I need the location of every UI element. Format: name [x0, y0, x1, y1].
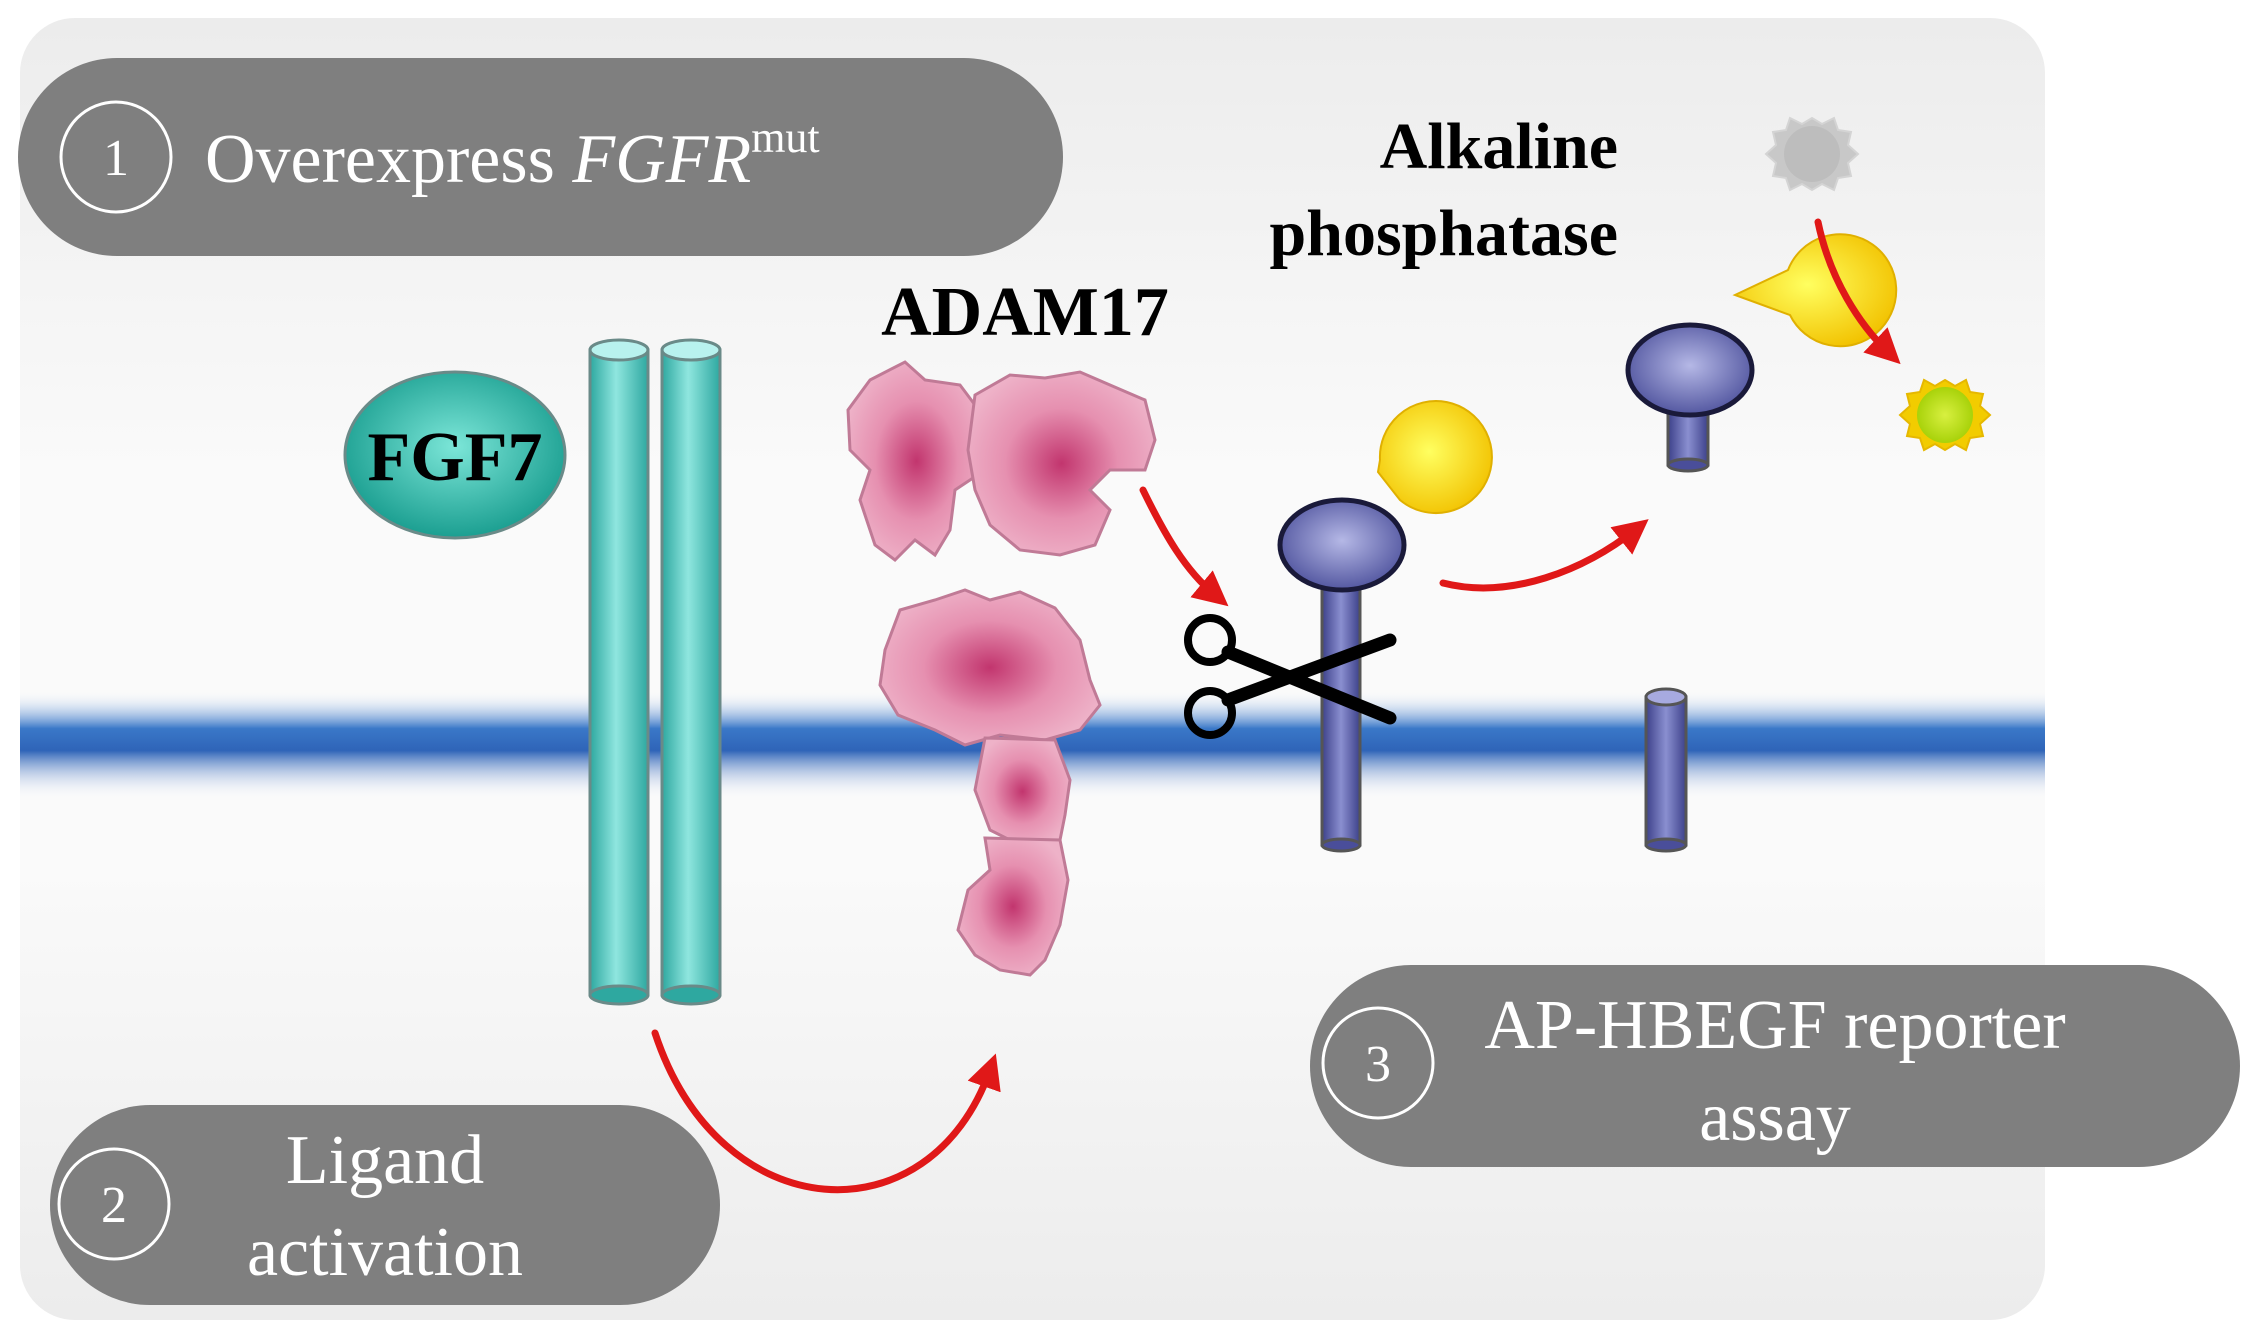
step-3-line1: AP-HBEGF reporter — [1484, 987, 2065, 1064]
step-2-number: 2 — [101, 1177, 127, 1234]
step-2-pill: 2 Ligand activation — [50, 1105, 720, 1305]
step-1-number-circle — [59, 100, 173, 214]
alkaline-phosphatase-label-line1: Alkaline — [1380, 110, 1618, 183]
step-2-line1: Ligand — [286, 1122, 484, 1199]
fgfr-receptor-right — [660, 338, 722, 1006]
scissors-icon — [1184, 614, 1397, 739]
step-3-number: 3 — [1365, 1036, 1391, 1093]
ap-hbegf-reporter-uncleaved — [1277, 400, 1493, 853]
fgf7-label: FGF7 — [368, 419, 543, 496]
fgf7-ligand: FGF7 — [343, 370, 567, 540]
product-active — [1898, 378, 1992, 452]
alkaline-phosphatase-enzyme — [1376, 400, 1493, 514]
fgfr-receptor — [588, 338, 722, 1006]
arrow-adam17-to-cleavage — [1139, 486, 1229, 607]
step-3-pill: 3 AP-HBEGF reporter assay — [1310, 965, 2240, 1167]
step-3-line2: assay — [1699, 1079, 1851, 1156]
adam17-protein — [846, 360, 1157, 977]
arrow-release — [1439, 519, 1649, 592]
step-3-number-circle — [1321, 1006, 1435, 1120]
fgfr-receptor-left — [588, 338, 650, 1006]
arrow-fgfr-to-adam17 — [651, 1029, 1001, 1194]
step-2-line2: activation — [247, 1214, 523, 1291]
arrows — [651, 218, 1901, 1194]
step-1-label: Overexpress FGFRmut — [205, 113, 820, 198]
arrow-substrate-to-product — [1814, 218, 1901, 365]
ap-hbegf-cleaved-stub — [1644, 687, 1688, 853]
alkaline-phosphatase-label-line2: phosphatase — [1270, 197, 1618, 270]
step-1-number: 1 — [103, 130, 129, 187]
step-1-pill: 1 Overexpress FGFRmut — [18, 58, 1063, 256]
step-2-number-circle — [57, 1147, 171, 1261]
substrate-inactive — [1764, 116, 1860, 192]
adam17-label: ADAM17 — [881, 274, 1169, 351]
